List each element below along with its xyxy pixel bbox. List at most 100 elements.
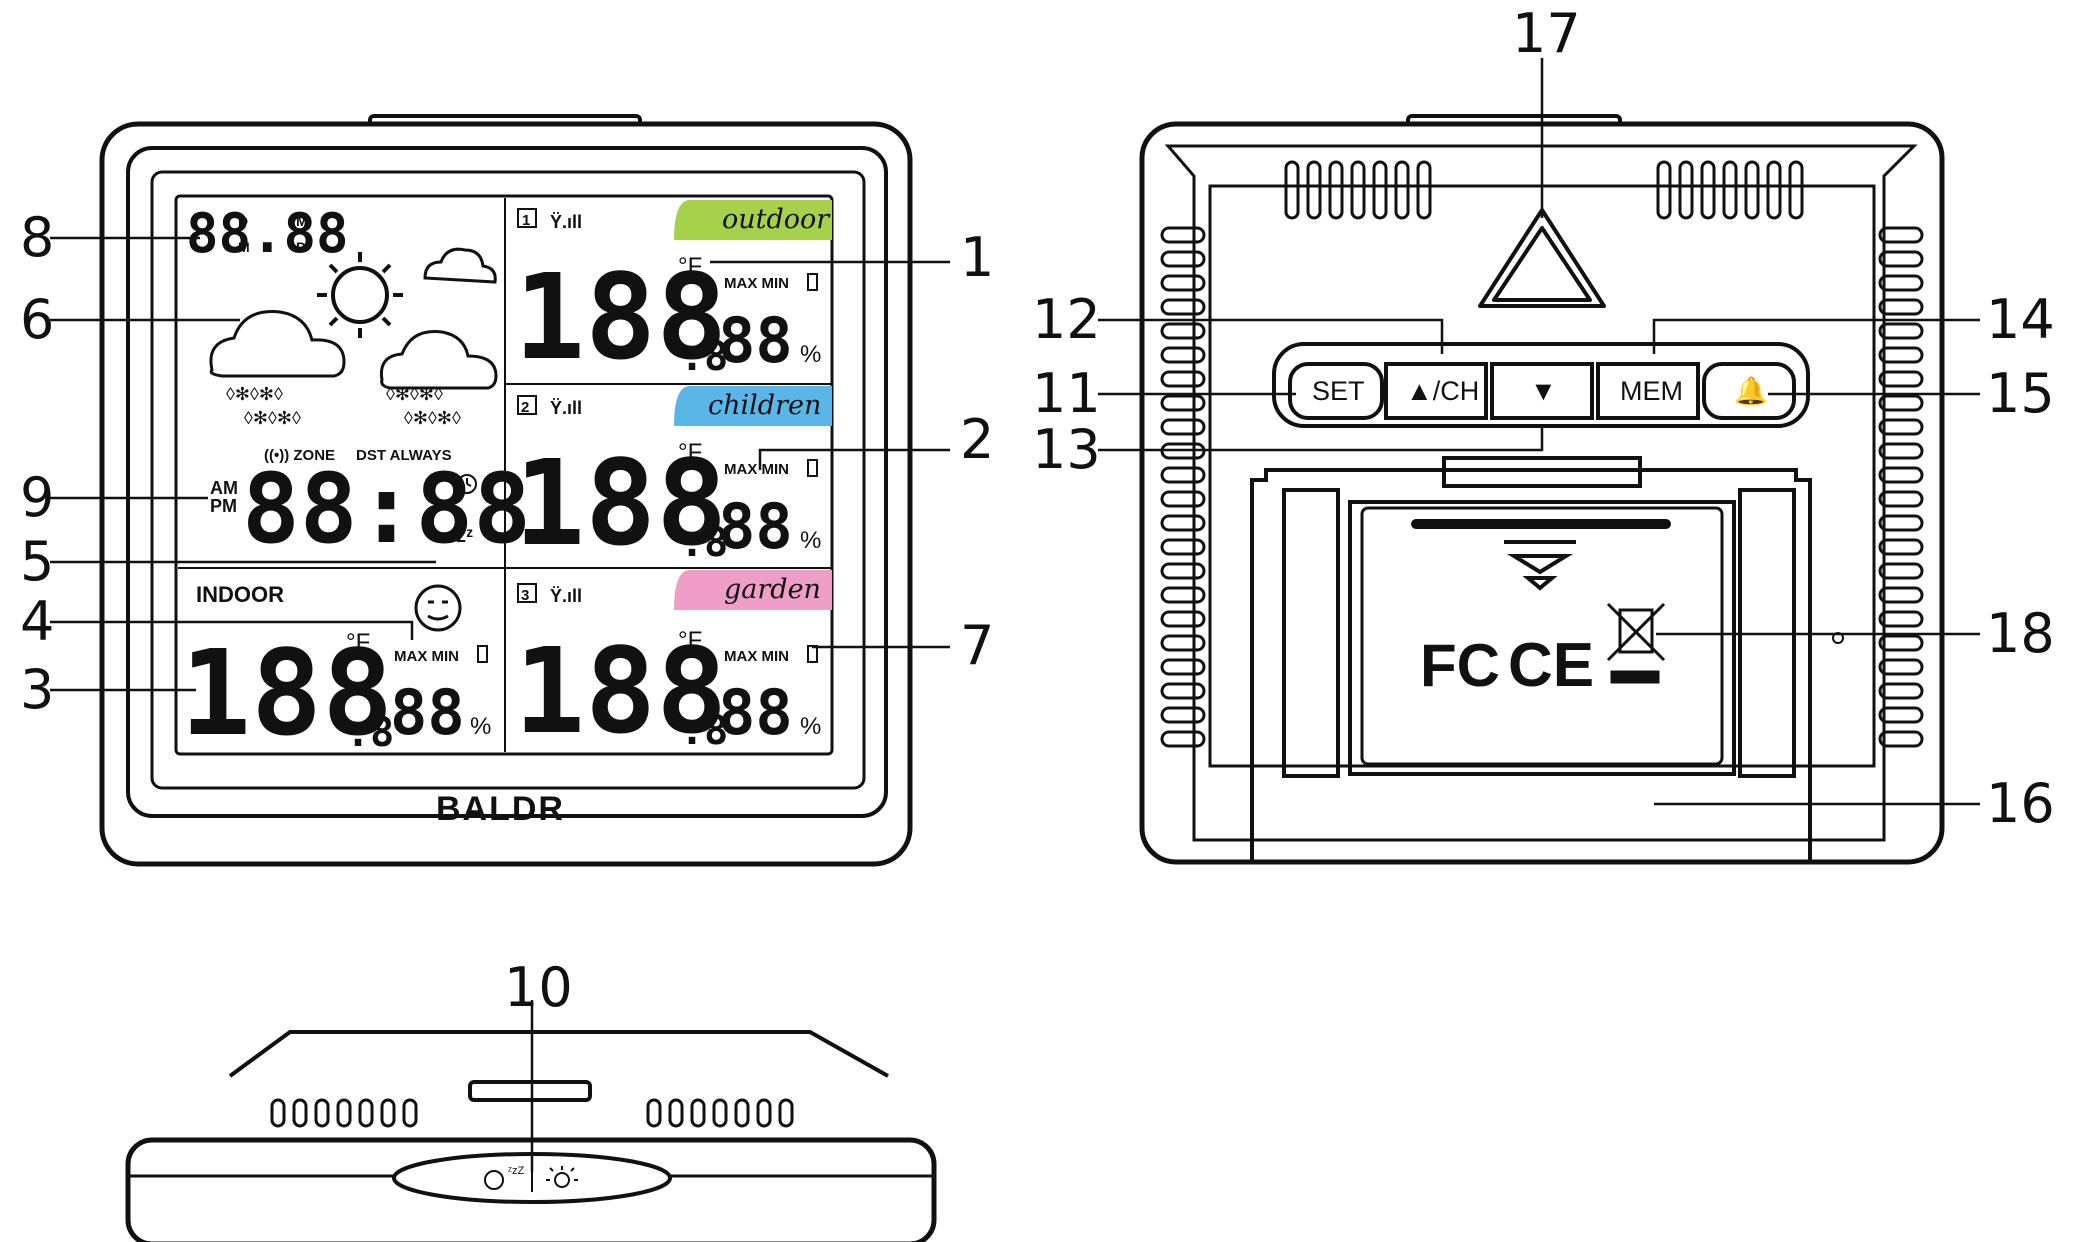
front-inner-frame: [150, 170, 866, 790]
vent-slot: [1878, 514, 1924, 532]
vent-slot: [1160, 490, 1206, 508]
channel-3-number: 3: [521, 587, 529, 604]
channel-1-name-tab: [674, 200, 832, 240]
channel-3-panel: 3 Ϋ.ıll garden 188 .8 °F MAX MIN 88 %: [514, 570, 832, 760]
vent-slot: [1878, 658, 1924, 676]
callout-17: 17: [1512, 2, 1581, 65]
callout-4: 4: [20, 590, 54, 653]
callout-11: 11: [1032, 362, 1101, 425]
vent-slot: [1878, 250, 1924, 268]
vent-slot: [1160, 394, 1206, 412]
vent-slot: [1878, 370, 1924, 388]
channel-1-battery-icon: [807, 273, 818, 291]
vent-slot: [1160, 562, 1206, 580]
date-m-label: M: [238, 239, 250, 255]
channel-1-humidity-digits: 88: [718, 304, 793, 377]
vent-slot: [1878, 322, 1924, 340]
mem-button-label: MEM: [1620, 376, 1683, 406]
vent-slot: [1160, 346, 1206, 364]
lcd-screen: [174, 194, 834, 756]
vent-slot: [1160, 226, 1206, 244]
channel-2-humidity-unit: %: [800, 527, 821, 554]
callout-6: 6: [20, 288, 54, 351]
callouts: [50, 58, 1980, 1172]
leader-2: [758, 448, 950, 470]
light-bulb-icon: [546, 1166, 578, 1188]
channel-1-temp-digits: 188: [514, 248, 727, 386]
vent-slot: [1878, 274, 1924, 292]
callout-5: 5: [20, 530, 54, 593]
callout-12: 12: [1032, 288, 1101, 351]
snooze-label: zᶻ: [456, 525, 473, 547]
indoor-label: INDOOR: [196, 582, 284, 607]
vent-slot: [1878, 562, 1924, 580]
indoor-battery-icon: [477, 645, 488, 663]
bell-icon: 🔔: [1734, 376, 1768, 406]
side-vents-right: [646, 1098, 794, 1128]
stand: [1250, 456, 1812, 864]
channel-3-temp-digits: 188: [514, 622, 727, 760]
mem-button[interactable]: MEM: [1596, 362, 1700, 420]
vent-slot: [1160, 298, 1206, 316]
sleeping-face-icon: [484, 1170, 504, 1190]
channel-2-signal-icon: Ϋ.ıll: [550, 398, 582, 418]
indoor-temp-unit: °F: [346, 629, 370, 656]
up-channel-button-label: ▲/CH: [1406, 376, 1479, 406]
vent-slot: [1878, 466, 1924, 484]
date-d-label: D: [238, 213, 248, 229]
back-top-vents-right: [1656, 160, 1804, 220]
vent-slot: [1160, 514, 1206, 532]
brand-logo: BALDR: [436, 790, 565, 828]
channel-3-name: garden: [724, 574, 821, 605]
time-digits: 88:88: [242, 453, 531, 565]
set-button[interactable]: SET: [1288, 362, 1384, 420]
rain-cloud-icon-right: [379, 329, 498, 390]
vent-slot: [1878, 682, 1924, 700]
vent-slot: [1160, 538, 1206, 556]
alarm-button[interactable]: 🔔: [1702, 362, 1796, 420]
vent-slot: [1160, 586, 1206, 604]
vent-slot: [1160, 466, 1206, 484]
date-d2-label: D: [296, 239, 306, 255]
channel-3-max-min: MAX MIN: [724, 648, 789, 665]
channel-2-number-box: [517, 395, 537, 415]
side-top-slope: [228, 1030, 889, 1078]
sun-icon: [317, 252, 403, 338]
vent-slot: [1878, 226, 1924, 244]
dst-label: DST ALWAYS: [356, 447, 452, 464]
vent-slot: [1878, 610, 1924, 628]
vent-slot: [1878, 706, 1924, 724]
set-button-label: SET: [1312, 376, 1365, 406]
vent-slot: [1160, 730, 1206, 748]
precip-row-1-left: ◊✻◊✻◊: [226, 384, 283, 404]
vent-slot: [1878, 490, 1924, 508]
channel-2-temp-decimal: .8: [680, 520, 728, 566]
rain-cloud-icon-left: [209, 310, 346, 378]
leader-4: [50, 620, 414, 640]
channel-3-temp-decimal: .8: [680, 708, 728, 754]
front-bezel: [126, 146, 888, 818]
back-top-vents-left: [1284, 160, 1432, 220]
vent-slot: [1160, 682, 1206, 700]
indoor-max-min: MAX MIN: [394, 648, 459, 665]
vent-slot: [1878, 538, 1924, 556]
vent-slot: [1878, 418, 1924, 436]
pm-label: PM: [210, 496, 237, 516]
down-button[interactable]: ▼: [1490, 362, 1594, 420]
channel-1-panel: 1 Ϋ.ıll outdoor 188 .8 °F MAX MIN 88 %: [514, 200, 832, 386]
leader-13: [1098, 426, 1544, 452]
up-channel-button[interactable]: ▲/CH: [1384, 362, 1488, 420]
channel-3-humidity-unit: %: [800, 713, 821, 740]
callout-10: 10: [504, 956, 573, 1019]
sleeping-zz-label: ᶻzZ: [508, 1165, 524, 1177]
vent-slot: [1160, 658, 1206, 676]
precip-row-1-right: ◊✻◊✻◊: [386, 384, 443, 404]
callout-2: 2: [960, 408, 994, 471]
down-button-label: ▼: [1530, 376, 1557, 406]
back-side-vents-right: [1878, 226, 1924, 748]
channel-1-name: outdoor: [722, 204, 831, 235]
callout-8: 8: [20, 206, 54, 269]
vent-slot: [1878, 346, 1924, 364]
channel-1-temp-decimal: .8: [680, 334, 728, 380]
